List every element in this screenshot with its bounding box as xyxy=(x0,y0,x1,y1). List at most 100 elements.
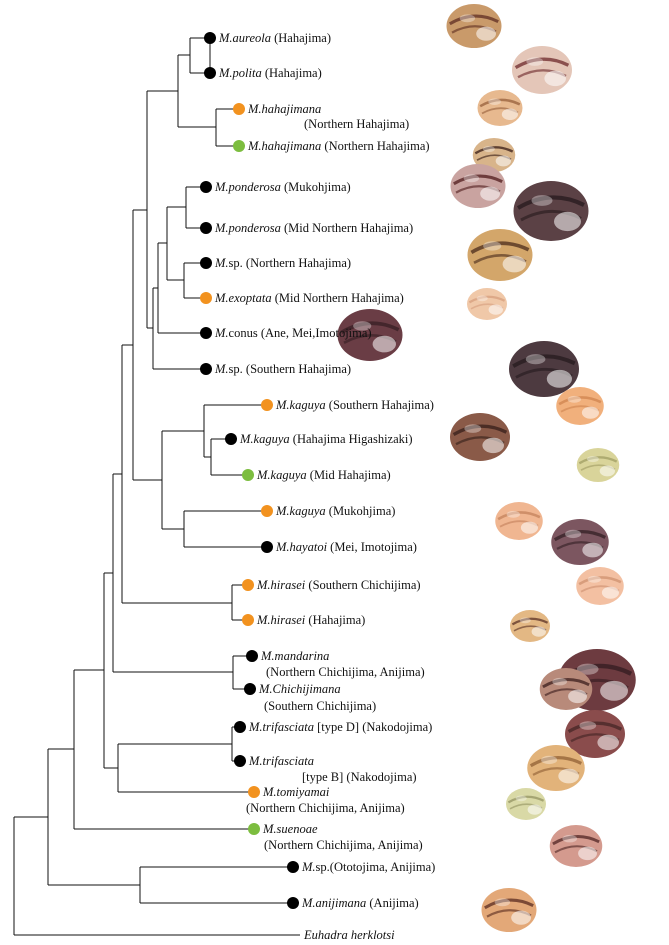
taxon-rest: (Hahajima) xyxy=(262,66,322,80)
taxon-species: tomiyamai xyxy=(277,785,330,799)
shell-photo xyxy=(467,288,507,320)
tip-marker-green xyxy=(242,469,254,481)
tip-marker-black xyxy=(287,897,299,909)
shell-photo xyxy=(514,181,589,241)
taxon-label: M.kaguya (Mukohjima) xyxy=(275,504,395,518)
tip-t11: M.kaguya (Southern Hahajima) xyxy=(261,398,434,412)
taxon-genus: M. xyxy=(258,682,273,696)
taxon-label: M.trifasciata [type D] (Nakodojima) xyxy=(248,720,432,734)
tip-t18: M.mandarina(Northern Chichijima, Anijima… xyxy=(246,649,425,679)
taxon-rest: (Mid Northern Hahajima) xyxy=(281,221,413,235)
shell-photo xyxy=(540,668,593,710)
tip-t1: M.aureola (Hahajima) xyxy=(204,31,331,45)
tip-t23: M.suenoae (Northern Chichijima, Anijima) xyxy=(248,822,423,852)
shell-photo xyxy=(510,610,550,642)
tip-marker-black xyxy=(234,755,246,767)
taxon-rest: (Anijima) xyxy=(366,896,418,910)
taxon-species: trifasciata xyxy=(263,720,314,734)
shell-photo xyxy=(451,164,506,208)
tip-t12: M.kaguya (Hahajima Higashizaki) xyxy=(225,432,413,446)
taxon-genus: M. xyxy=(218,66,233,80)
taxon-label: M.hahajimana xyxy=(247,102,321,116)
taxon-label: M.sp.(Ototojima, Anijima) xyxy=(301,860,435,874)
tip-t10: M.sp. (Southern Hahajima) xyxy=(200,362,351,376)
taxon-species: polita xyxy=(232,66,262,80)
taxon-locality: (Northern Chichijima, Anijima) xyxy=(264,838,423,852)
shell-photo xyxy=(556,387,604,425)
taxon-label: M.anijimana (Anijima) xyxy=(301,896,419,910)
taxon-rest: sp. (Southern Hahajima) xyxy=(229,362,352,376)
taxon-label: M.aureola (Hahajima) xyxy=(218,31,331,45)
tip-marker-orange xyxy=(200,292,212,304)
taxon-species: hahajimana xyxy=(262,102,322,116)
tip-t5: M.ponderosa (Mukohjima) xyxy=(200,180,351,194)
tip-marker-black xyxy=(246,650,258,662)
taxon-species: Euhadra herklotsi xyxy=(303,928,395,942)
taxon-genus: M. xyxy=(214,362,229,376)
taxon-genus: M. xyxy=(256,578,271,592)
tip-marker-black xyxy=(287,861,299,873)
taxon-rest: (Hahajima Higashizaki) xyxy=(290,432,413,446)
taxon-label: M.ponderosa (Mid Northern Hahajima) xyxy=(214,221,413,235)
tip-t16: M.hirasei (Southern Chichijima) xyxy=(242,578,421,592)
taxon-genus: M. xyxy=(214,326,229,340)
taxon-species: mandarina xyxy=(275,649,330,663)
shell-photo xyxy=(551,519,609,565)
taxon-genus: M. xyxy=(275,540,290,554)
shell-photo xyxy=(576,567,624,605)
tip-marker-orange xyxy=(261,399,273,411)
taxon-rest: (Southern Hahajima) xyxy=(326,398,434,412)
tip-marker-orange xyxy=(233,103,245,115)
taxon-genus: M. xyxy=(262,822,277,836)
taxon-rest: (Mukohjima) xyxy=(281,180,351,194)
taxon-locality: (Northern Hahajima) xyxy=(304,117,409,131)
taxon-label: M.Chichijimana xyxy=(258,682,341,696)
taxon-species: hayatoi xyxy=(290,540,328,554)
tree-tips: M.aureola (Hahajima)M.polita (Hahajima)M… xyxy=(200,31,435,942)
tip-t3: M.hahajimana(Northern Hahajima) xyxy=(233,102,409,131)
tip-marker-black xyxy=(200,363,212,375)
tip-t24: M.sp.(Ototojima, Anijima) xyxy=(287,860,435,874)
shell-photo xyxy=(509,341,579,397)
tip-marker-orange xyxy=(248,786,260,798)
taxon-genus: M. xyxy=(214,256,229,270)
taxon-label: M.hirasei (Hahajima) xyxy=(256,613,365,627)
taxon-species: ponderosa xyxy=(228,180,281,194)
tip-t26: Euhadra herklotsi xyxy=(303,928,395,942)
taxon-rest: sp.(Ototojima, Anijima) xyxy=(316,860,436,874)
tip-marker-black xyxy=(261,541,273,553)
tip-t9: M.conus (Ane, Mei,Imotojima) xyxy=(200,326,372,340)
shell-photo xyxy=(506,788,546,820)
taxon-label: Euhadra herklotsi xyxy=(303,928,395,942)
tip-t2: M.polita (Hahajima) xyxy=(204,66,322,80)
taxon-label: M.mandarina xyxy=(260,649,329,663)
shell-photo xyxy=(468,229,533,281)
taxon-species: Chichijimana xyxy=(273,682,341,696)
tip-t20: M.trifasciata [type D] (Nakodojima) xyxy=(234,720,432,734)
shell-photo xyxy=(577,448,620,482)
taxon-genus: M. xyxy=(260,649,275,663)
taxon-label: M.sp. (Northern Hahajima) xyxy=(214,256,351,270)
taxon-locality: (Northern Chichijima, Anijima) xyxy=(246,801,405,815)
taxon-label: M.sp. (Southern Hahajima) xyxy=(214,362,351,376)
tip-marker-black xyxy=(244,683,256,695)
taxon-label: M.kaguya (Mid Hahajima) xyxy=(256,468,391,482)
taxon-genus: M. xyxy=(247,139,262,153)
tip-t14: M.kaguya (Mukohjima) xyxy=(261,504,395,518)
taxon-species: suenoae xyxy=(277,822,318,836)
taxon-rest: sp. (Northern Hahajima) xyxy=(229,256,352,270)
tip-t7: M.sp. (Northern Hahajima) xyxy=(200,256,351,270)
taxon-species: kaguya xyxy=(290,398,326,412)
taxon-locality: (Southern Chichijima) xyxy=(264,699,376,713)
taxon-label: M.conus (Ane, Mei,Imotojima) xyxy=(214,326,372,340)
taxon-genus: M. xyxy=(262,785,277,799)
taxon-genus: M. xyxy=(248,754,263,768)
tip-t19: M.Chichijimana (Southern Chichijima) xyxy=(244,682,376,713)
taxon-species: kaguya xyxy=(271,468,307,482)
taxon-rest: conus (Ane, Mei,Imotojima) xyxy=(229,326,372,340)
taxon-species: trifasciata xyxy=(263,754,314,768)
taxon-species: kaguya xyxy=(290,504,326,518)
tip-marker-green xyxy=(233,140,245,152)
tip-marker-orange xyxy=(242,579,254,591)
tip-marker-black xyxy=(234,721,246,733)
